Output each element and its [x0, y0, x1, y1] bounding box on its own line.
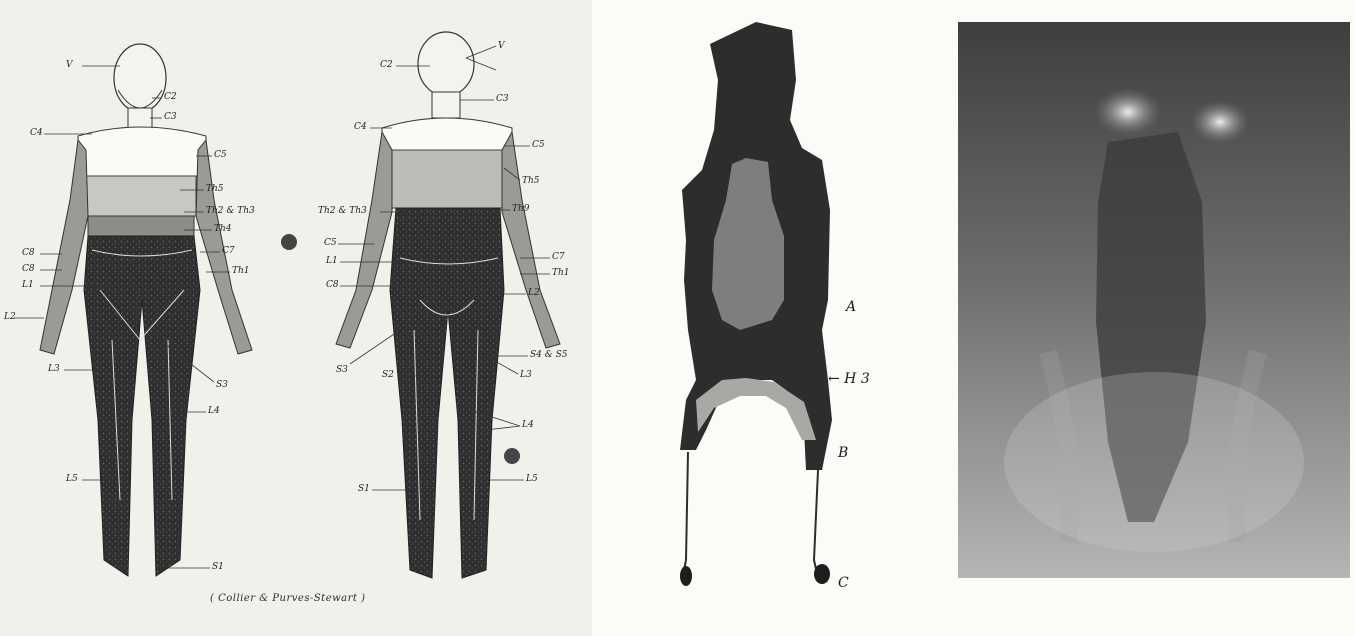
front-label-v: V [66, 61, 73, 70]
front-label-c3: C3 [164, 113, 177, 122]
front-label-s1: S1 [212, 563, 224, 572]
front-figure [40, 44, 252, 576]
back-label-c5: C5 [532, 141, 545, 150]
back-label-th2-th3: Th2 & Th3 [318, 207, 367, 216]
front-label-l4: L4 [208, 407, 220, 416]
back-label-c2: C2 [380, 61, 393, 70]
back-label-th9: Th9 [512, 205, 530, 214]
back-label-s3: S3 [336, 366, 348, 375]
back-label-c7: C7 [552, 253, 565, 262]
back-label-th5: Th5 [522, 177, 540, 186]
label-a: A [846, 300, 856, 314]
back-label-c8: C8 [326, 281, 339, 290]
left-foot [680, 566, 692, 586]
figure-credit: ( Collier & Purves-Stewart ) [210, 593, 366, 604]
back-label-l4: L4 [522, 421, 534, 430]
back-label-l5: L5 [526, 475, 538, 484]
front-label-s3: S3 [216, 381, 228, 390]
front-label-c8-a: C8 [22, 249, 35, 258]
front-label-c7: C7 [222, 247, 235, 256]
label-c: C [838, 576, 849, 590]
front-label-l3: L3 [48, 365, 60, 374]
label-h3: ← H 3 [828, 372, 870, 386]
dermatome-chart-panel: V C2 C3 C4 C5 Th5 Th2 & Th3 Th4 C7 Th1 C… [0, 0, 592, 636]
front-label-c8-b: C8 [22, 265, 35, 274]
back-label-l2: L2 [528, 289, 540, 298]
front-label-l5: L5 [66, 475, 78, 484]
silhouette-figure [606, 0, 936, 636]
front-label-th2-th3: Th2 & Th3 [206, 207, 255, 216]
photograph-panel [958, 22, 1350, 578]
silhouette-diagram-panel: A ← H 3 B C [606, 0, 936, 636]
back-label-c3: C3 [496, 95, 509, 104]
front-label-th1: Th1 [232, 267, 250, 276]
front-label-th4: Th4 [214, 225, 232, 234]
front-label-c5: C5 [214, 151, 227, 160]
front-label-c4: C4 [30, 129, 43, 138]
photograph [958, 22, 1350, 578]
label-b: B [838, 446, 848, 460]
back-label-s4-s5: S4 & S5 [530, 351, 568, 360]
back-label-v: V [498, 42, 505, 51]
back-label-l1: L1 [326, 257, 338, 266]
front-label-l1: L1 [22, 281, 34, 290]
back-figure [336, 32, 560, 578]
front-label-c2: C2 [164, 93, 177, 102]
front-label-l2: L2 [4, 313, 16, 322]
front-label-th5: Th5 [206, 185, 224, 194]
back-label-s1: S1 [358, 485, 370, 494]
circle-mark-lower [504, 448, 520, 464]
back-label-th1: Th1 [552, 269, 570, 278]
back-label-l3: L3 [520, 371, 532, 380]
circle-mark-upper [281, 234, 297, 250]
right-foot [814, 564, 830, 584]
back-label-c4: C4 [354, 123, 367, 132]
back-label-c5b: C5 [324, 239, 337, 248]
back-label-s2: S2 [382, 371, 394, 380]
